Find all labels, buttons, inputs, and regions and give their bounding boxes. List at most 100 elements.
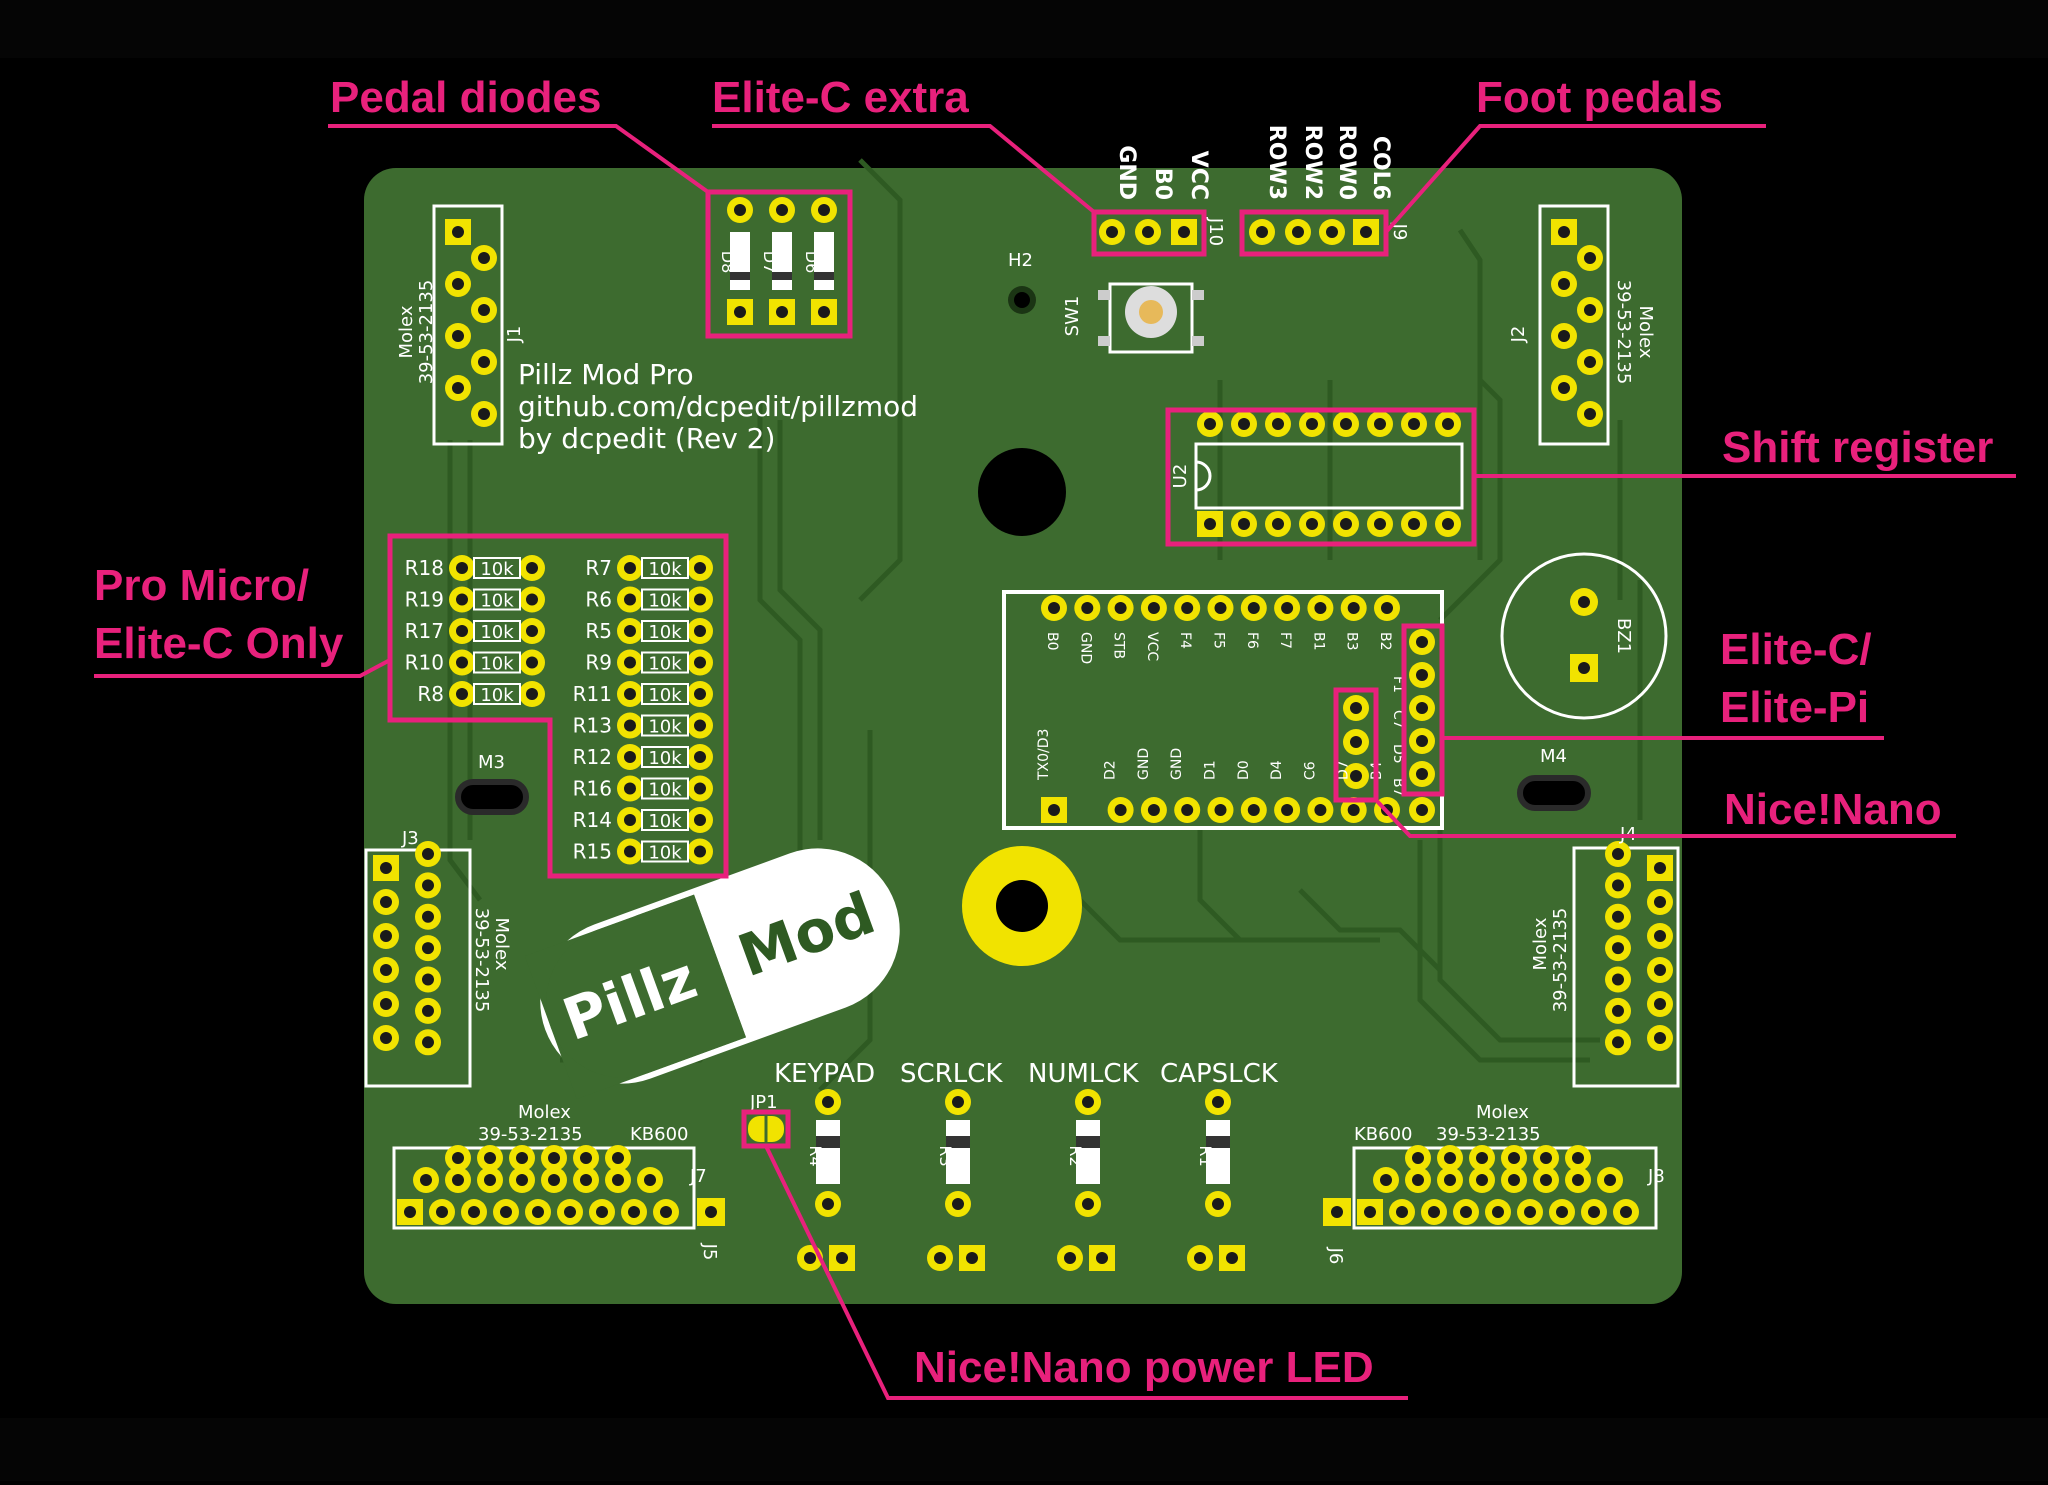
resistor-body bbox=[473, 588, 521, 611]
j1-pad-hole bbox=[452, 278, 464, 290]
resistor-ref: R8 bbox=[417, 682, 444, 706]
bottom-band bbox=[0, 1418, 2048, 1481]
j3-part: 39-53-2135 bbox=[471, 908, 492, 1013]
j3-pad-b-hole bbox=[422, 848, 434, 860]
j7-pad-mid-hole bbox=[580, 1174, 592, 1186]
j7-pad-mid-hole bbox=[484, 1174, 496, 1186]
resistor-value: 10k bbox=[648, 591, 682, 612]
j1-pad-hole bbox=[452, 226, 464, 238]
j8-kb600: KB600 bbox=[1354, 1124, 1413, 1145]
led-pad-hole bbox=[1194, 1252, 1206, 1264]
j3-pad-b-hole bbox=[422, 942, 434, 955]
mcu-bottom-pin-hole bbox=[1247, 804, 1260, 816]
j7-pad-top-hole bbox=[612, 1152, 624, 1164]
resistor-body bbox=[473, 683, 521, 705]
callout-pedal-diodes: Pedal diodes bbox=[330, 73, 601, 122]
sw1-label: SW1 bbox=[1062, 296, 1083, 337]
led-res-pad-hole bbox=[1212, 1198, 1224, 1210]
j4-pad-b-hole bbox=[1612, 1036, 1624, 1049]
j4-molex: Molex bbox=[1530, 917, 1551, 970]
j8-pad-top-hole bbox=[1572, 1152, 1584, 1164]
resistor-pad-hole bbox=[456, 562, 468, 574]
led-label: NUMLCK bbox=[1028, 1059, 1140, 1089]
mcu-nano-pin-hole bbox=[1350, 770, 1362, 782]
j8-pad-mid-hole bbox=[1444, 1174, 1456, 1186]
j8-pad-mid-hole bbox=[1412, 1174, 1424, 1186]
j2-pad-hole bbox=[1558, 226, 1570, 238]
mcu-top-pin-hole bbox=[1147, 602, 1160, 614]
diode-label: D6 bbox=[802, 251, 821, 274]
m3-slot bbox=[455, 779, 529, 815]
center-hole bbox=[978, 448, 1066, 536]
mcu-side-pin-hole bbox=[1416, 735, 1428, 747]
nice-nano-leader bbox=[1374, 798, 1956, 838]
resistor-pad-hole bbox=[456, 688, 468, 700]
board-title-line3: by dcpedit (Rev 2) bbox=[518, 422, 775, 455]
resistor-value: 10k bbox=[648, 559, 682, 580]
led-pad-hole bbox=[804, 1252, 816, 1264]
resistor-pad-hole bbox=[624, 719, 636, 732]
m4-slot bbox=[1517, 775, 1591, 811]
j7-part: 39-53-2135 bbox=[478, 1124, 583, 1145]
led-label: KEYPAD bbox=[774, 1059, 875, 1089]
pro-micro-leader bbox=[94, 658, 391, 678]
mcu-bottom-pin-hole bbox=[1347, 804, 1360, 816]
led-res-band bbox=[816, 1136, 840, 1148]
resistor-pad-hole bbox=[624, 656, 636, 669]
elite-c-box bbox=[1401, 623, 1445, 797]
mcu-bottom-label: D4 bbox=[1269, 760, 1285, 780]
resistor-pad-hole bbox=[694, 625, 706, 637]
mcu-bottom-label: D7 bbox=[1336, 760, 1352, 780]
j9-pin-label: COL6 bbox=[1368, 136, 1393, 200]
mcu-bottom-label: D1 bbox=[1203, 760, 1219, 780]
resistor-pad-hole bbox=[694, 845, 706, 858]
j8-pad-top-hole bbox=[1444, 1152, 1456, 1164]
mcu-top-pin-hole bbox=[1381, 602, 1393, 614]
u2-outline bbox=[1194, 442, 1464, 510]
j4-pad-b-hole bbox=[1612, 910, 1624, 923]
resistor-ref: R17 bbox=[405, 619, 444, 643]
u2-pin-bottom-hole bbox=[1306, 518, 1318, 530]
led-res-pad-hole bbox=[822, 1096, 834, 1108]
led-res-body bbox=[946, 1120, 970, 1184]
j8-pad-top-hole bbox=[1508, 1152, 1520, 1164]
j2-pad-hole bbox=[1558, 382, 1570, 394]
resistor-pad-hole bbox=[526, 562, 538, 574]
j1-pad-hole bbox=[478, 408, 490, 420]
j2-connector bbox=[1538, 204, 1610, 446]
elite-c-extra-leader bbox=[712, 124, 1096, 214]
resistor-ref: R7 bbox=[585, 556, 612, 580]
j8-pad-top-hole bbox=[1540, 1152, 1552, 1164]
j1-label: J1 bbox=[504, 326, 525, 344]
j10-pin-label: VCC bbox=[1186, 151, 1211, 200]
m3-label: M3 bbox=[478, 752, 505, 773]
mcu-top-pin-hole bbox=[1114, 602, 1127, 614]
j8-pad-top-hole bbox=[1476, 1152, 1488, 1164]
j6-pad-hole bbox=[1331, 1206, 1343, 1218]
resistor-pad-hole bbox=[456, 593, 468, 606]
j3-pad-a-hole bbox=[380, 964, 392, 976]
top-band bbox=[0, 0, 2048, 58]
j4-pad-a-hole bbox=[1654, 964, 1666, 976]
h2-label: H2 bbox=[1008, 250, 1033, 271]
u2-pins bbox=[1197, 411, 1461, 537]
diode-pad-hole bbox=[734, 204, 746, 216]
sw1-switch bbox=[1098, 282, 1204, 354]
j3-pad-a-hole bbox=[380, 930, 392, 942]
j10-header bbox=[1099, 219, 1197, 245]
mcu-top-pin-hole bbox=[1081, 602, 1094, 614]
resistor-body bbox=[641, 651, 689, 674]
resistor-pad-hole bbox=[624, 845, 636, 858]
led-pad-hole bbox=[836, 1252, 848, 1264]
j7-pad-top-hole bbox=[484, 1152, 496, 1164]
resistor-pad-hole bbox=[624, 688, 636, 700]
u2-pin-top-hole bbox=[1204, 418, 1216, 430]
resistor-ref: R6 bbox=[585, 588, 612, 612]
mcu-bottom-label: TX0/D3 bbox=[1036, 729, 1052, 781]
resistor-pad-hole bbox=[694, 593, 706, 606]
j8-pad-mid-hole bbox=[1380, 1174, 1392, 1186]
mcu-top-label: B3 bbox=[1344, 632, 1360, 651]
